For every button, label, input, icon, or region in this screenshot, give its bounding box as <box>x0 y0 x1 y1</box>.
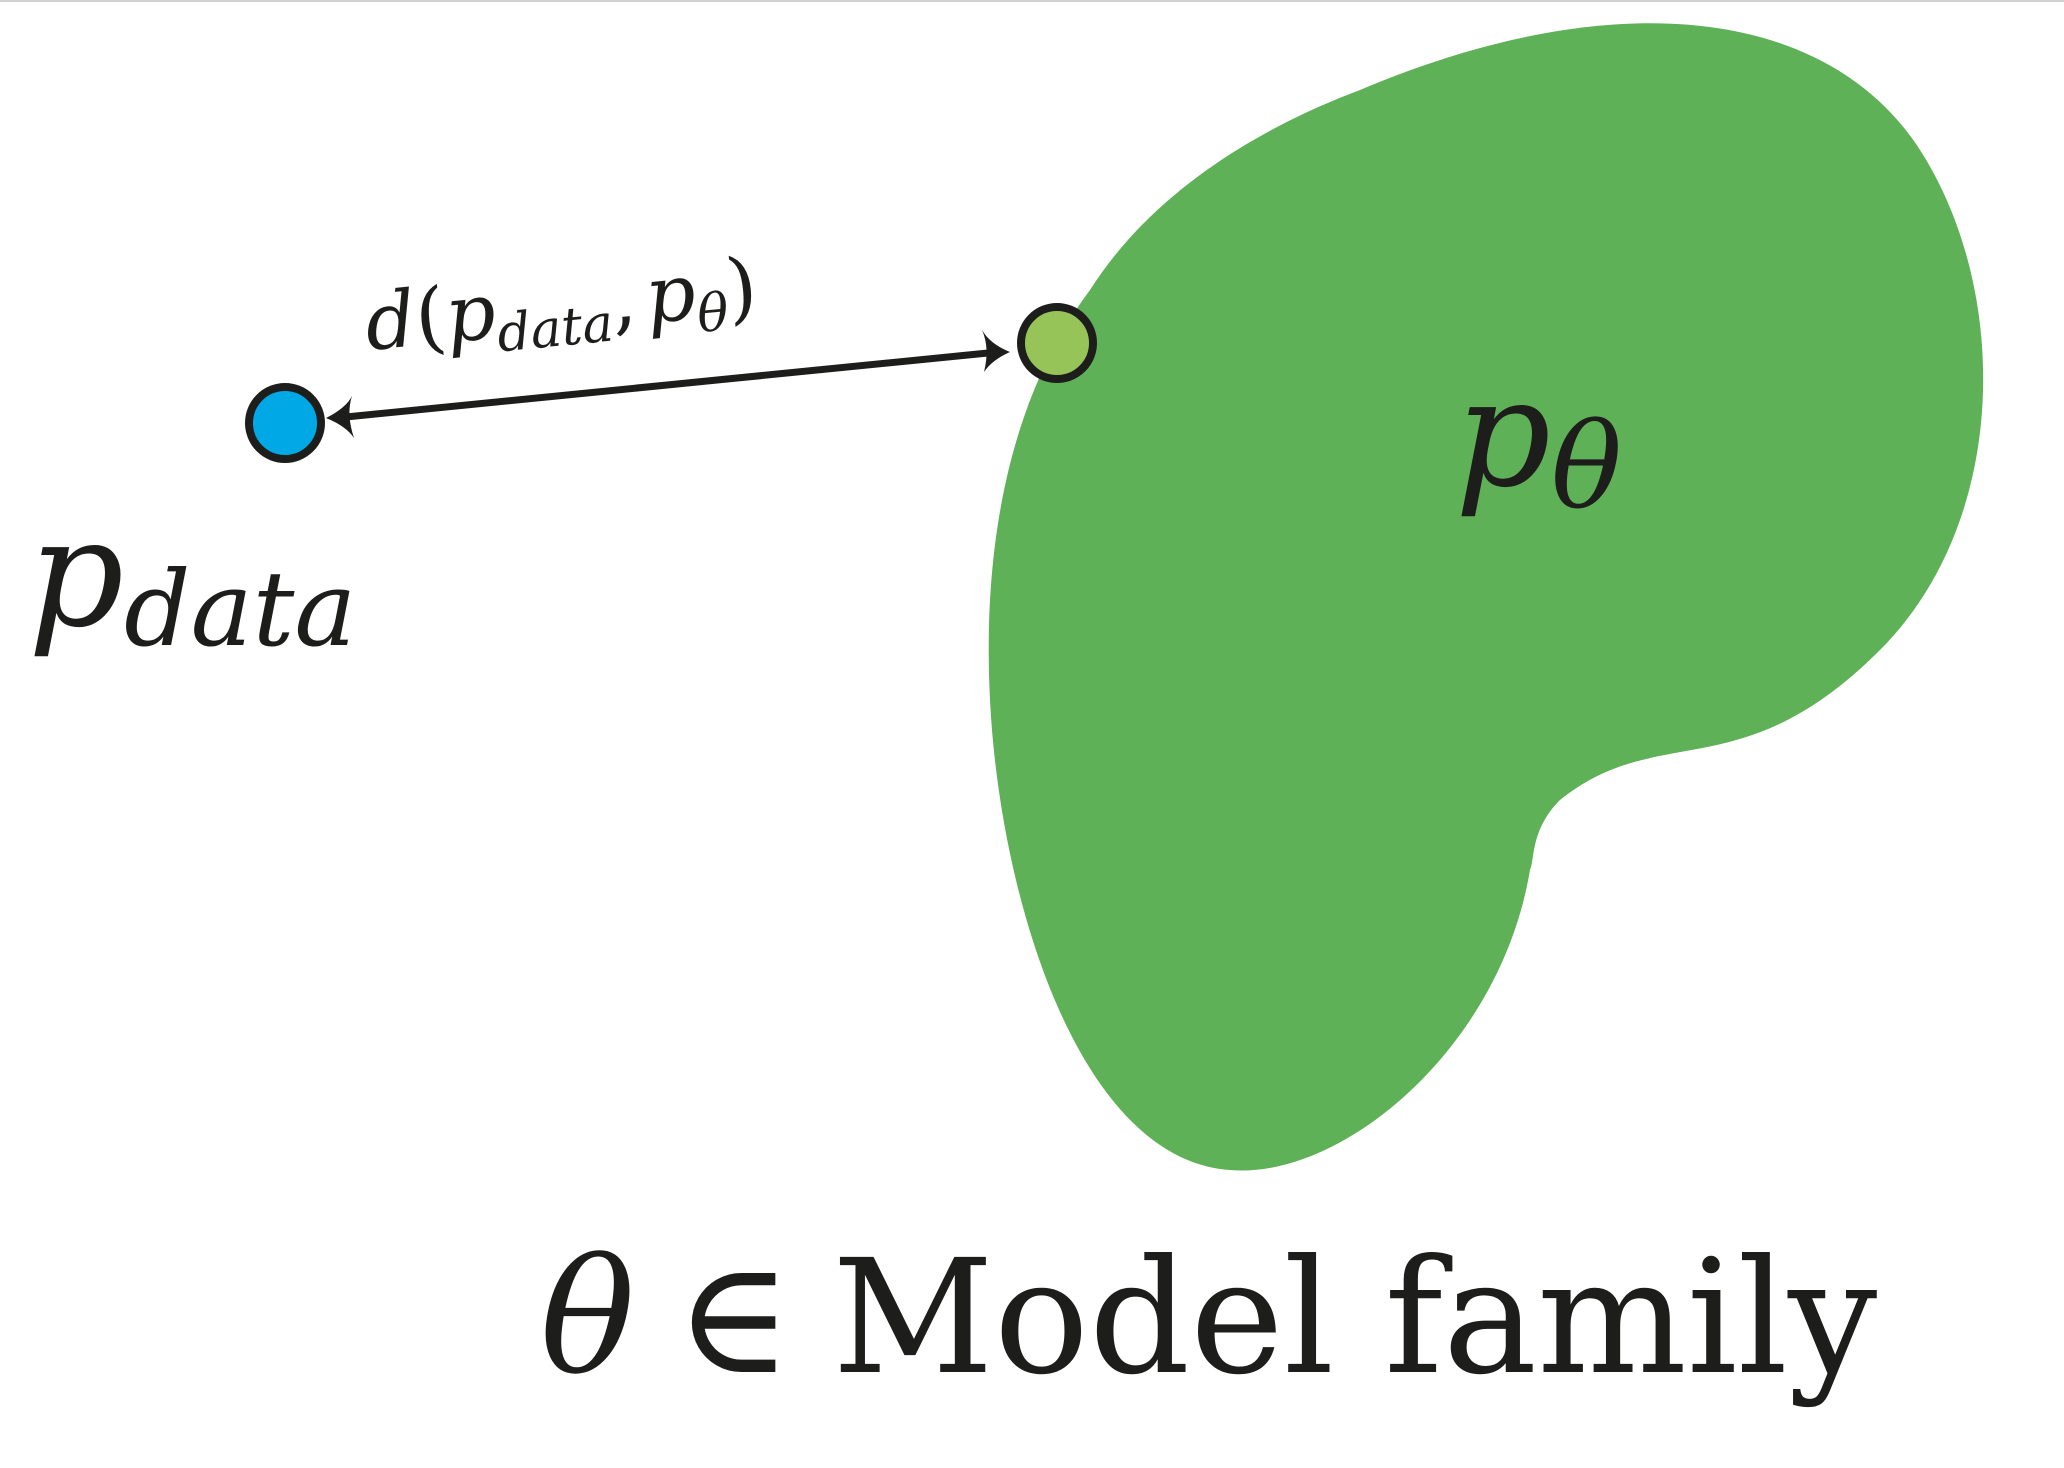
distance-label: d(pdata,pθ) <box>361 242 762 377</box>
arrowhead-left <box>326 396 354 438</box>
distance-d: d <box>361 275 419 369</box>
caption-theta: θ <box>540 1226 635 1410</box>
distance-theta-subscript: θ <box>695 282 732 345</box>
distance-arrow <box>326 330 1010 438</box>
p-data-symbol: p <box>28 487 124 661</box>
model-family-caption: θ∈Model family <box>540 1226 1877 1410</box>
model-family-region <box>988 23 1984 1171</box>
distance-p-data: p <box>441 267 499 361</box>
p-theta-symbol: p <box>1455 347 1551 521</box>
data-distribution-point <box>245 383 325 463</box>
arrowhead-right <box>982 330 1010 372</box>
distance-p-theta: p <box>641 248 699 342</box>
p-theta-subscript: θ <box>1551 397 1622 535</box>
p-theta-label: pθ <box>1455 347 1622 535</box>
p-data-label: pdata <box>28 487 356 670</box>
p-data-subscript: data <box>124 548 356 670</box>
distance-data-subscript: data <box>495 294 616 365</box>
caption-model-family-text: Model family <box>832 1226 1877 1410</box>
model-distribution-point <box>1017 303 1097 383</box>
distance-arrow-line <box>332 348 1002 422</box>
caption-element-of: ∈ <box>675 1226 792 1410</box>
